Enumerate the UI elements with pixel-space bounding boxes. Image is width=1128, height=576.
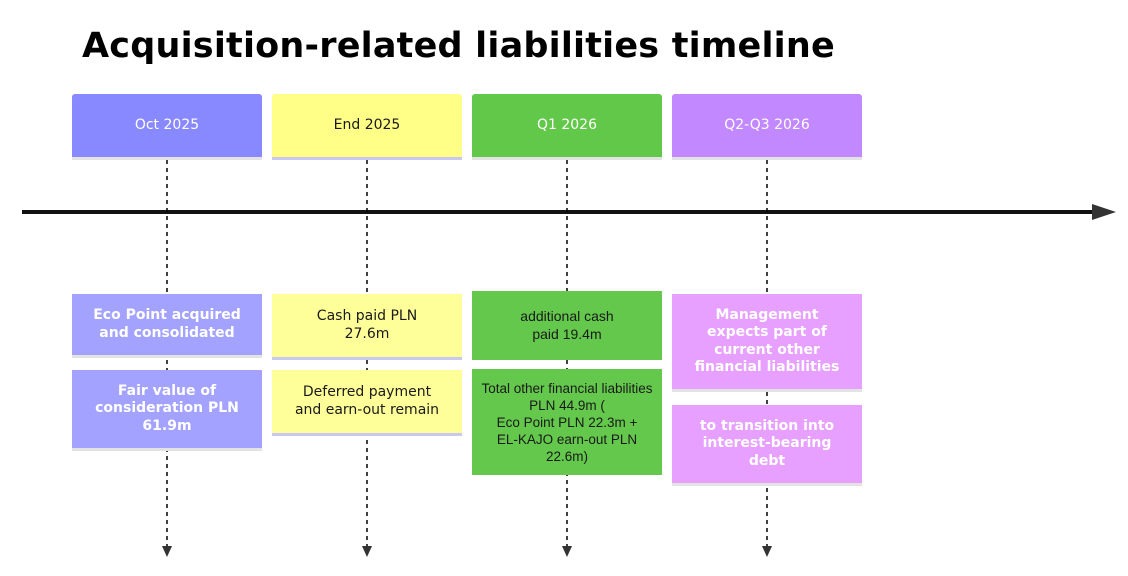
period-label: Oct 2025 bbox=[134, 116, 200, 133]
period-label: Q1 2026 bbox=[536, 116, 597, 133]
period-box-q1-2026: Q1 2026 bbox=[472, 94, 662, 160]
period-box-q2-q3-2026: Q2-Q3 2026 bbox=[672, 94, 862, 160]
period-label: Q2-Q3 2026 bbox=[724, 116, 810, 133]
period-box-oct-2025: Oct 2025 bbox=[72, 94, 262, 160]
event-box: Deferred payment and earn-out remain bbox=[272, 370, 462, 436]
event-box: Total other financial liabilities PLN 44… bbox=[472, 369, 662, 475]
event-box: to transition into interest-bearing debt bbox=[672, 405, 862, 486]
period-label: End 2025 bbox=[333, 116, 401, 133]
period-box-end-2025: End 2025 bbox=[272, 94, 462, 160]
event-box: Management expects part of current other… bbox=[672, 294, 862, 392]
guide-arrow-3 bbox=[562, 546, 572, 557]
event-box: Fair value of consideration PLN 61.9m bbox=[72, 370, 262, 451]
timeline-arrowhead bbox=[1092, 204, 1116, 220]
event-box: additional cash paid 19.4m bbox=[472, 291, 662, 360]
guide-arrow-1 bbox=[162, 546, 172, 557]
diagram-title: Acquisition-related liabilities timeline bbox=[82, 26, 835, 66]
event-box: Eco Point acquired and consolidated bbox=[72, 294, 262, 358]
guide-arrow-2 bbox=[362, 546, 372, 557]
event-box: Cash paid PLN 27.6m bbox=[272, 294, 462, 360]
guide-arrow-4 bbox=[762, 546, 772, 557]
